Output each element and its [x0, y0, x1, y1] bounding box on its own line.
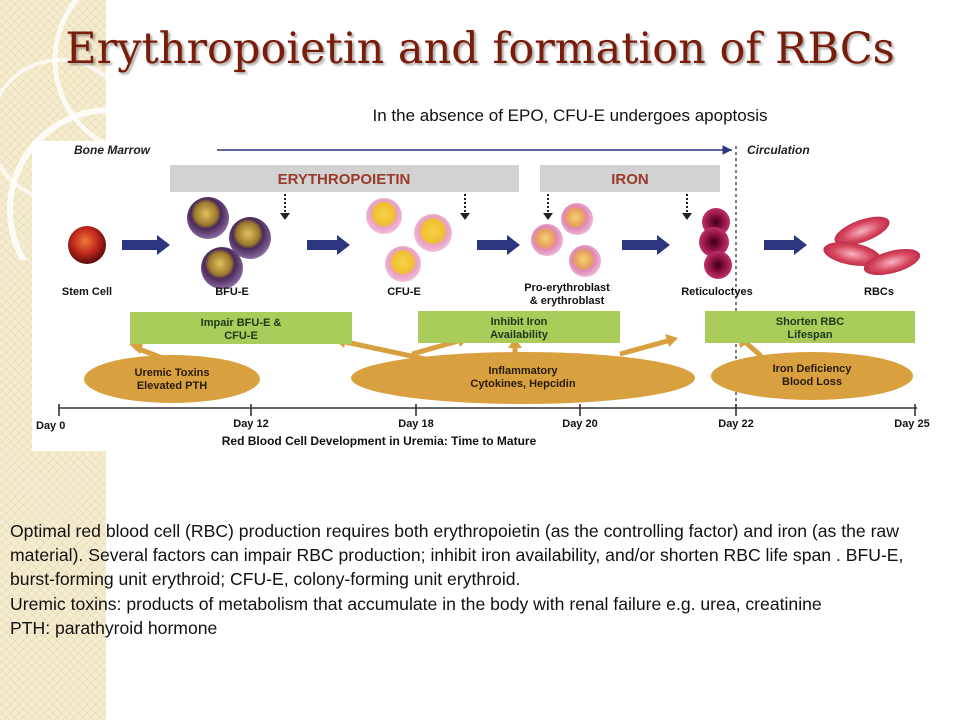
rbc-cell-icon	[863, 248, 921, 276]
cause-label: Elevated PTH	[137, 380, 207, 392]
slide-title: Erythropoietin and formation of RBCs	[65, 24, 895, 74]
cause-ellipse	[711, 352, 913, 400]
reticulocyte-cell-icon	[704, 251, 732, 279]
timeline-title: Red Blood Cell Development in Uremia: Ti…	[222, 434, 537, 448]
erythropoietin-bar	[170, 165, 519, 192]
effect-box	[130, 312, 352, 344]
caption-paragraph: PTH: parathyroid hormone	[10, 617, 218, 638]
stage-label: RBCs	[864, 286, 894, 298]
slide-subtitle: In the absence of EPO, CFU-E undergoes a…	[372, 106, 768, 125]
cfu-e-cell-icon	[366, 198, 402, 234]
rbc-cell-icon	[823, 242, 881, 266]
diagram-canvas: Bone Marrow Circulation ERYTHROPOIETIN I…	[36, 143, 930, 448]
reticulocyte-cell-icon	[699, 227, 729, 257]
timeline-day-label: Day 20	[562, 418, 597, 430]
circulation-label: Circulation	[747, 143, 810, 157]
cfu-e-cell-icon	[414, 214, 452, 252]
cause-ellipse	[84, 355, 260, 403]
iron-label: IRON	[611, 171, 649, 188]
cfu-e-cell-icon	[385, 246, 421, 282]
stem-cell-icon	[68, 226, 106, 264]
effect-box	[705, 311, 915, 343]
timeline-day-label: Day 22	[718, 418, 753, 430]
stage-label: Reticuloctyes	[681, 286, 753, 298]
timeline-ticks	[58, 404, 916, 416]
bfu-e-cell-icon	[201, 247, 243, 289]
rbc-cell-icon	[834, 216, 890, 246]
proerythroblast-cell-icon	[531, 224, 563, 256]
timeline-day-label: Day 18	[398, 418, 433, 430]
effect-label: Availability	[490, 329, 549, 341]
rbc-development-diagram: Bone Marrow Circulation ERYTHROPOIETIN I…	[32, 141, 942, 451]
erythropoietin-label: ERYTHROPOIETIN	[278, 171, 411, 188]
cause-label: Blood Loss	[782, 376, 842, 388]
timeline-day-label: Day 0	[36, 420, 65, 432]
iron-bar	[540, 165, 720, 192]
cause-label: Cytokines, Hepcidin	[470, 378, 575, 390]
effect-label: CFU-E	[224, 330, 258, 342]
caption-paragraph: Optimal red blood cell (RBC) production …	[10, 521, 904, 590]
bone-marrow-label: Bone Marrow	[74, 143, 151, 157]
bfu-e-cell-icon	[229, 217, 271, 259]
bfu-e-cell-icon	[187, 197, 229, 239]
caption-text: Optimal red blood cell (RBC) production …	[10, 519, 945, 640]
effect-label: Impair BFU-E &	[201, 317, 282, 329]
proerythroblast-cell-icon	[569, 245, 601, 277]
stage-label: Stem Cell	[62, 286, 112, 298]
stage-label: Pro-erythroblast	[524, 282, 610, 294]
effect-box	[418, 311, 620, 343]
effect-label: Lifespan	[787, 329, 833, 341]
regulation-arrows	[284, 194, 688, 213]
cause-label: Inflammatory	[488, 365, 558, 377]
cause-label: Iron Deficiency	[773, 363, 853, 375]
cause-ellipse	[351, 352, 695, 404]
caption-paragraph: Uremic toxins: products of metabolism th…	[10, 593, 822, 614]
timeline-day-label: Day 12	[233, 418, 268, 430]
stage-label: BFU-E	[215, 286, 249, 298]
effect-label: Shorten RBC	[776, 316, 845, 328]
stage-arrows	[122, 235, 807, 255]
proerythroblast-cell-icon	[561, 203, 593, 235]
stage-label: CFU-E	[387, 286, 421, 298]
stage-label: & erythroblast	[530, 295, 605, 307]
cause-label: Uremic Toxins	[135, 367, 210, 379]
timeline-day-label: Day 25	[894, 418, 929, 430]
effect-label: Inhibit Iron	[491, 316, 548, 328]
